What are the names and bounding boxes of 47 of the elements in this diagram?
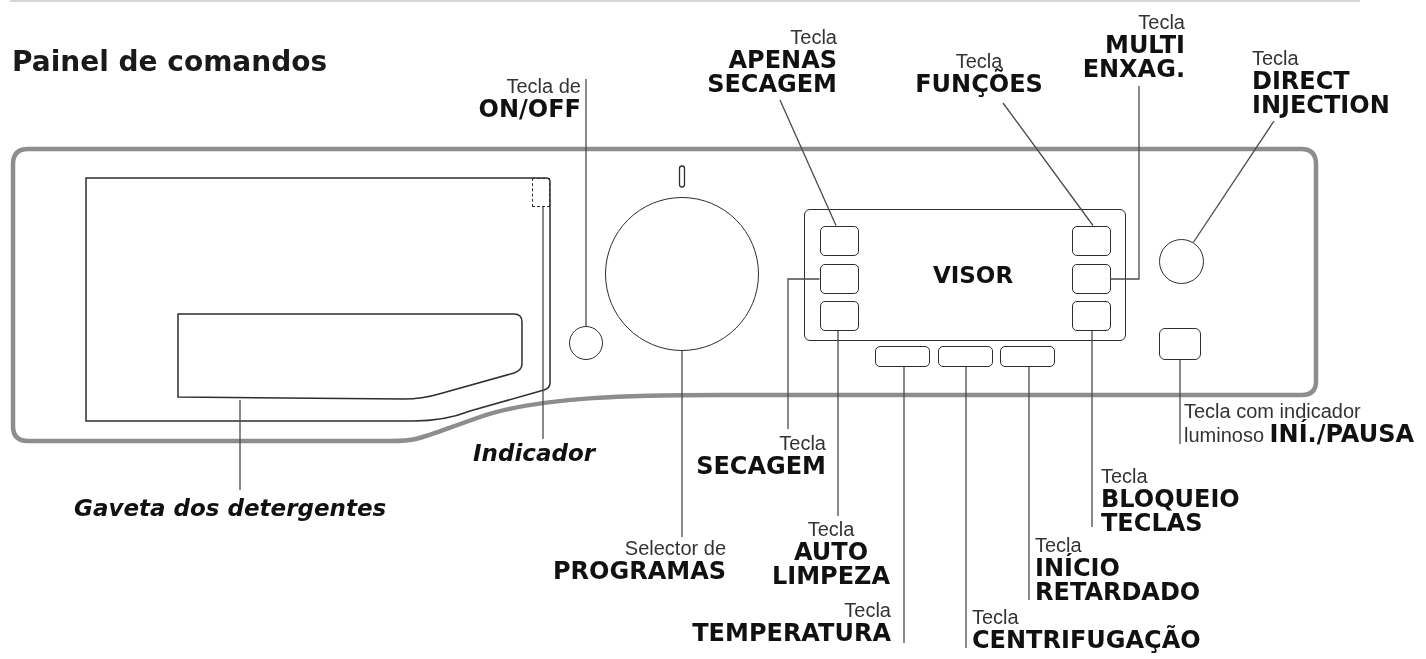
key-button [1071,225,1111,256]
callout-label: Tecla TEMPERATURA [680,599,904,645]
display-panel [804,209,1126,341]
callout-label: Tecla APENAS SECAGEM [692,26,842,100]
key-button [819,300,859,331]
callout-label: Tecla DIRECT INJECTION [1247,47,1407,121]
leader-line [1179,359,1181,445]
key-button [875,346,930,367]
callout-label: Tecla MULTI ENXAG. [1070,11,1190,86]
leader-line [779,99,837,227]
leader-line [239,399,241,491]
leader-line [1028,366,1030,601]
display-label: VISOR [931,261,1015,289]
key-button [938,346,993,367]
drawer-handle [177,313,523,400]
callout-label: Gaveta dos detergentes [70,490,392,521]
diagram-title: Painel de comandos [12,45,328,79]
callout-label: Indicador [468,439,600,466]
round-button [569,326,603,360]
callout-label: Tecla BLOQUEIO TECLAS [1092,465,1252,535]
leader-line [585,78,587,327]
dashed-indicator [532,178,550,207]
leader-line [787,278,821,430]
callout-label: Tecla INÍCIO RETARDADO [1029,534,1214,604]
callout-label: Tecla AUTO LIMPEZA [766,516,896,588]
callout-label: Selector de PROGRAMAS [541,537,731,583]
leader-line [903,366,905,644]
leader-line [1002,102,1094,227]
round-button [1158,238,1204,284]
leader-line [1192,120,1275,243]
key-button [819,263,859,294]
key-button [819,225,859,256]
key-button [1000,346,1055,367]
leader-line [965,366,967,649]
key-button [1159,328,1201,360]
callout-label: Tecla FUNÇÕES [909,50,1049,103]
leader-line [681,350,683,538]
callout-label: Tecla de ON/OFF [466,75,586,121]
callout-label: Tecla CENTRIFUGAÇÃO [966,606,1211,652]
callout-label: Tecla com indicador luminoso INÍ./PAUSA [1180,400,1424,447]
leader-line [837,329,839,517]
callout-label: Tecla SECAGEM [688,429,830,478]
leader-line [1091,329,1093,528]
leader-line [1109,85,1140,280]
key-button [1071,263,1111,294]
key-button [1071,300,1111,331]
leader-line [542,206,544,440]
